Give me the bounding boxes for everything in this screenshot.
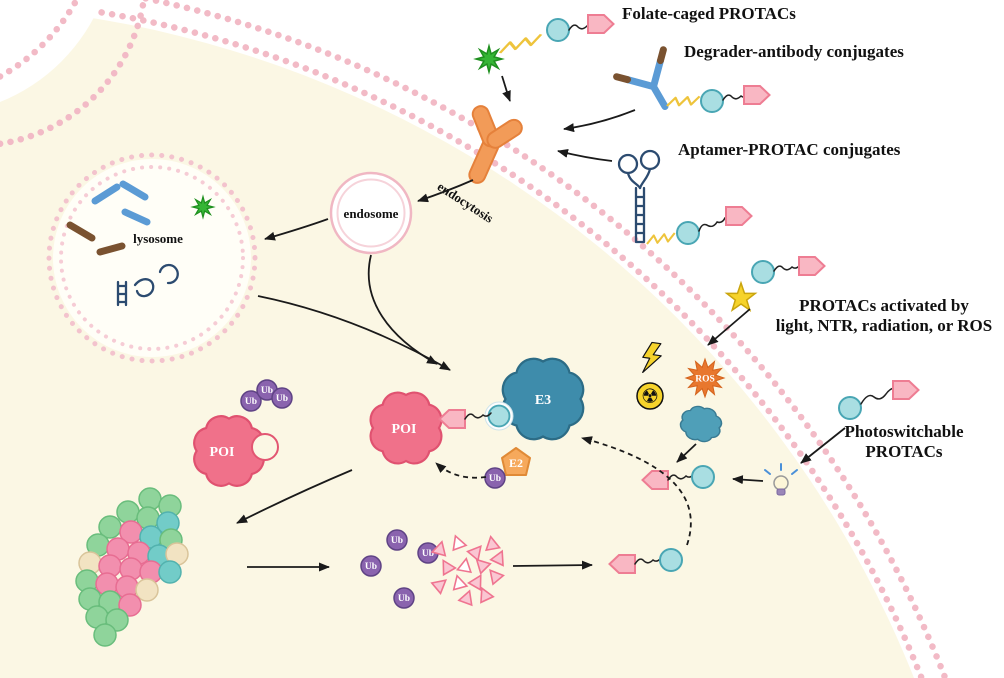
folate-icon [475, 45, 503, 73]
svg-text:Ub: Ub [398, 594, 410, 604]
e2-label: E2 [509, 456, 523, 470]
svg-text:Ub: Ub [489, 474, 501, 484]
target-ligand-icon [751, 260, 775, 284]
photoswitchable-label-line1: Photoswitchable [845, 422, 964, 441]
degraded-antibody-fragments [66, 180, 151, 256]
activation-triggers: ☢ ROS [636, 341, 725, 446]
photoswitchable-protac [838, 380, 920, 420]
proteasome [75, 487, 189, 647]
photoswitchable-label-line2: PROTACs [865, 442, 943, 461]
released-ubiquitins: Ub Ub Ub Ub [360, 529, 439, 609]
e2-enzyme: E2 [501, 447, 531, 476]
target-ligand-icon [838, 396, 862, 420]
folate-fragment-icon [192, 196, 214, 218]
degrader-antibody-conjugate [613, 46, 771, 113]
poi-label: POI [392, 422, 417, 437]
activated-label-line2: light, NTR, radiation, or ROS [776, 316, 992, 335]
target-ligand-icon [659, 548, 683, 572]
target-ligand-icon [691, 465, 715, 489]
ubiquitin: Ub [360, 555, 382, 577]
ros-burst-icon: ROS [685, 358, 725, 398]
svg-text:Ub: Ub [261, 386, 273, 396]
ubiquitin: Ub [393, 587, 415, 609]
svg-text:Ub: Ub [391, 536, 403, 546]
radiation-icon: ☢ [636, 382, 664, 410]
cell-interior [0, 7, 914, 678]
endosome: endosome [329, 171, 413, 255]
endosome-label: endosome [344, 206, 399, 221]
ubiquitin: Ub [386, 529, 408, 551]
activated-label-line1: PROTACs activated by [799, 296, 969, 315]
ubiquitin: Ub [240, 390, 262, 412]
aptamer-protac-label: Aptamer-PROTAC conjugates [678, 140, 901, 159]
lightning-icon [642, 341, 662, 374]
ubiquitinated-poi: POI Ub Ub Ub [193, 379, 293, 487]
ubiquitin: Ub [484, 467, 506, 489]
svg-text:Ub: Ub [365, 562, 377, 572]
target-ligand-icon [546, 18, 570, 42]
lysosome: lysosome [46, 152, 258, 364]
e3-label: E3 [535, 393, 551, 408]
light-bulb-icon [764, 463, 798, 496]
degrader-antibody-label: Degrader-antibody conjugates [684, 42, 904, 61]
e3-ligand-icon [487, 404, 511, 428]
ubiquitin: Ub [271, 387, 293, 409]
membrane-receptor [468, 105, 523, 184]
svg-text:Ub: Ub [245, 397, 257, 407]
folate-caged-label: Folate-caged PROTACs [622, 4, 796, 23]
degraded-aptamer-fragments [116, 263, 179, 307]
svg-text:Ub: Ub [276, 394, 288, 404]
corner-outside-cell [0, 0, 102, 102]
svg-text:ROS: ROS [695, 375, 715, 385]
aptamer-protac-conjugate [617, 149, 753, 248]
poi-label: POI [210, 445, 235, 460]
poi-binding-notch [251, 433, 279, 461]
antibody-icon [613, 46, 669, 111]
process-arrows [236, 75, 846, 572]
aptamer-icon [617, 149, 661, 244]
lysosome-label: lysosome [133, 231, 183, 246]
target-ligand-icon [700, 89, 724, 113]
target-ligand-icon [676, 221, 700, 245]
svg-text:Ub: Ub [422, 549, 434, 559]
svg-text:☢: ☢ [641, 384, 659, 408]
